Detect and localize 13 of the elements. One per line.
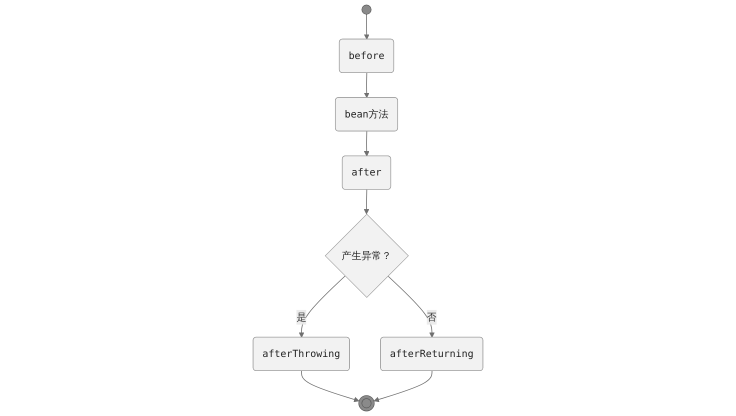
edge-label: 否 [426,311,437,323]
arrow [364,14,370,40]
node-circle [358,395,375,412]
arrow [364,72,370,98]
arrow [364,189,370,214]
node-diamond: 产生异常？ [324,214,409,298]
node-circle [362,4,372,15]
arrow [388,276,435,338]
arrow [301,370,360,402]
arrow [364,130,370,156]
arrow [374,370,432,402]
arrow [298,276,346,338]
edge-label: 是 [296,311,306,323]
